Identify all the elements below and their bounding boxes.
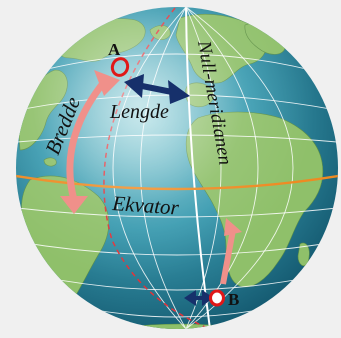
latitude-arrow xyxy=(60,70,120,214)
marker-b xyxy=(209,289,225,307)
latitude-arrow-b xyxy=(220,218,242,285)
equator-label: Ekvator xyxy=(111,191,181,220)
marker-a xyxy=(110,57,130,77)
longitude-arrow xyxy=(124,74,190,104)
point-a-label: A xyxy=(108,40,121,59)
longitude-arrow-b xyxy=(184,290,214,306)
point-b-label: B xyxy=(228,290,239,309)
longitude-label: Lengde xyxy=(109,101,169,123)
